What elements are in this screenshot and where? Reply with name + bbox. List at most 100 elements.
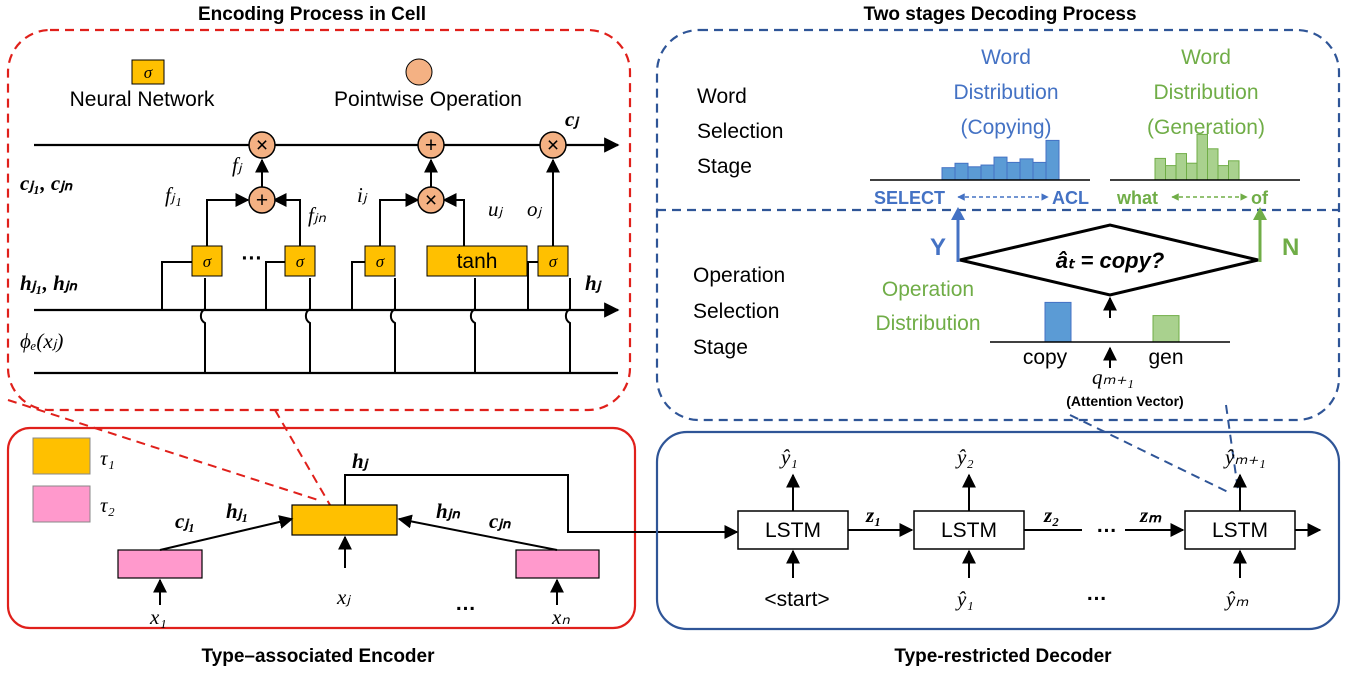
gen-bar-3	[1175, 153, 1187, 181]
gate-tanh	[426, 245, 528, 277]
pointwise-add-f	[248, 186, 276, 214]
decoder-dots-bottom: …	[1086, 582, 1107, 605]
encoding-title: Encoding Process in Cell	[198, 4, 426, 25]
decoder-zm: zₘ	[1139, 503, 1162, 527]
label-f-j1: fⱼ₁	[165, 183, 182, 207]
legend-pointwise-operation: Pointwise Operation	[334, 88, 522, 111]
decoder-ym: ŷₘ	[1224, 587, 1249, 611]
no-arrow-head	[1253, 207, 1267, 220]
copy-bar-8	[1032, 161, 1047, 181]
gen-left-word: what	[1116, 188, 1158, 208]
encoder-node-x1	[117, 549, 203, 579]
copy-dist-title-2: Distribution	[953, 81, 1058, 104]
copy-right-word: ACL	[1052, 188, 1089, 208]
cell-phi: ϕₑ(xⱼ)	[20, 329, 63, 353]
encoder-h-j1: hⱼ₁	[226, 499, 249, 523]
decoder-arrows	[786, 473, 1322, 578]
legend-pointwise-circle	[405, 58, 433, 86]
encoder-dots: …	[455, 592, 476, 615]
word-selection-line-3: Stage	[697, 155, 752, 178]
encoder-node-xN	[515, 549, 600, 579]
encoder-x-j: xⱼ	[336, 585, 351, 609]
gate-output-lines	[206, 158, 560, 246]
pointwise-add-f-symbol: +	[256, 189, 268, 212]
pointwise-mult-o	[539, 131, 567, 159]
cell-c-out: cⱼ	[565, 107, 580, 131]
word-selection-stage-label: Word Selection Stage	[697, 85, 783, 178]
legend-tau1: τ₁	[100, 446, 115, 470]
encoding-cell-panel	[6, 28, 632, 412]
pointwise-mult-f	[248, 131, 276, 159]
legend-nn-box	[131, 59, 165, 85]
pointwise-add-c	[417, 131, 445, 159]
legend-tau1-box	[32, 437, 91, 475]
decoder-panel	[655, 430, 1341, 631]
copy-bar-6	[1006, 161, 1021, 181]
op-copy-bar	[1044, 301, 1072, 343]
gate-i-sigma: σ	[376, 252, 385, 271]
encoder-h-j: hⱼ	[352, 449, 370, 473]
decoder-dots-mid: …	[1096, 514, 1117, 537]
legend-sigma: σ	[144, 63, 153, 82]
gate-f-jN-sigma: σ	[296, 252, 305, 271]
decoder-y1-input: ŷ₁	[955, 587, 974, 611]
lstm-node-2-label: LSTM	[941, 519, 997, 542]
legend-tau2-box	[32, 485, 91, 523]
pointwise-add-c-symbol: +	[425, 134, 437, 157]
gen-bar-6	[1207, 148, 1219, 181]
gate-o	[537, 245, 569, 277]
gen-dist-title-3: (Generation)	[1147, 116, 1265, 139]
op-copy-label: copy	[1023, 346, 1068, 369]
gate-f-jN	[284, 245, 316, 277]
pointwise-mult-f-symbol: ×	[256, 134, 268, 157]
copy-bar-7	[1019, 158, 1034, 181]
label-i-j: iⱼ	[357, 183, 368, 207]
lstm-node-1	[737, 510, 849, 550]
legend-neural-network: Neural Network	[70, 88, 215, 111]
operation-selection-line-1: Operation	[693, 264, 785, 287]
gate-f-j1-sigma: σ	[203, 252, 212, 271]
operation-selection-stage-label: Operation Selection Stage	[693, 264, 785, 359]
encoder-panel	[6, 426, 637, 630]
yes-label: Y	[930, 234, 946, 261]
decision-diamond	[959, 223, 1259, 297]
decoder-z1: z₁	[865, 503, 882, 527]
gen-right-word: of	[1251, 188, 1269, 208]
encoder-h-jN: hⱼₙ	[436, 499, 460, 523]
encoder-c-jN: cⱼₙ	[489, 509, 511, 533]
decoding-panel	[655, 28, 1341, 422]
copy-distribution-bars	[941, 139, 1060, 181]
encoder-x-N: xₙ	[551, 605, 570, 629]
gen-bar-8	[1228, 160, 1240, 181]
lstm-node-m-label: LSTM	[1212, 519, 1268, 542]
gen-dist-title-2: Distribution	[1153, 81, 1258, 104]
lstm-node-2	[913, 510, 1025, 550]
copy-bar-1	[941, 167, 956, 181]
pointwise-mult-o-symbol: ×	[547, 134, 559, 157]
label-o-j: oⱼ	[527, 197, 543, 221]
copy-dist-title-1: Word	[981, 46, 1031, 69]
encoder-x-1: x₁	[149, 605, 167, 629]
lstm-node-m	[1184, 510, 1296, 550]
attention-vector-label: (Attention Vector)	[1066, 393, 1183, 409]
zoom-line-right	[274, 409, 331, 506]
encoder-arrows	[153, 474, 739, 605]
cell-h-inputs: hⱼ₁, hⱼₙ	[20, 271, 78, 295]
encoder-title: Type–associated Encoder	[201, 646, 435, 667]
lstm-node-1-label: LSTM	[765, 519, 821, 542]
gen-bar-5	[1196, 133, 1208, 181]
label-f-j: fⱼ	[232, 153, 243, 177]
word-selection-line-2: Selection	[697, 120, 783, 143]
decoder-ym1: ŷₘ₊₁	[1223, 445, 1266, 469]
op-dist-title-2: Distribution	[875, 312, 980, 335]
zoom-line-left	[7, 399, 319, 501]
cell-h-out: hⱼ	[585, 271, 603, 295]
label-u-j: uⱼ	[488, 197, 504, 221]
op-dist-title-1: Operation	[882, 278, 974, 301]
gate-feed-lines	[161, 261, 571, 373]
gate-o-sigma: σ	[549, 252, 558, 271]
pointwise-mult-iu	[417, 186, 445, 214]
copy-bar-5	[993, 156, 1008, 181]
gate-ellipsis: ···	[242, 247, 263, 270]
